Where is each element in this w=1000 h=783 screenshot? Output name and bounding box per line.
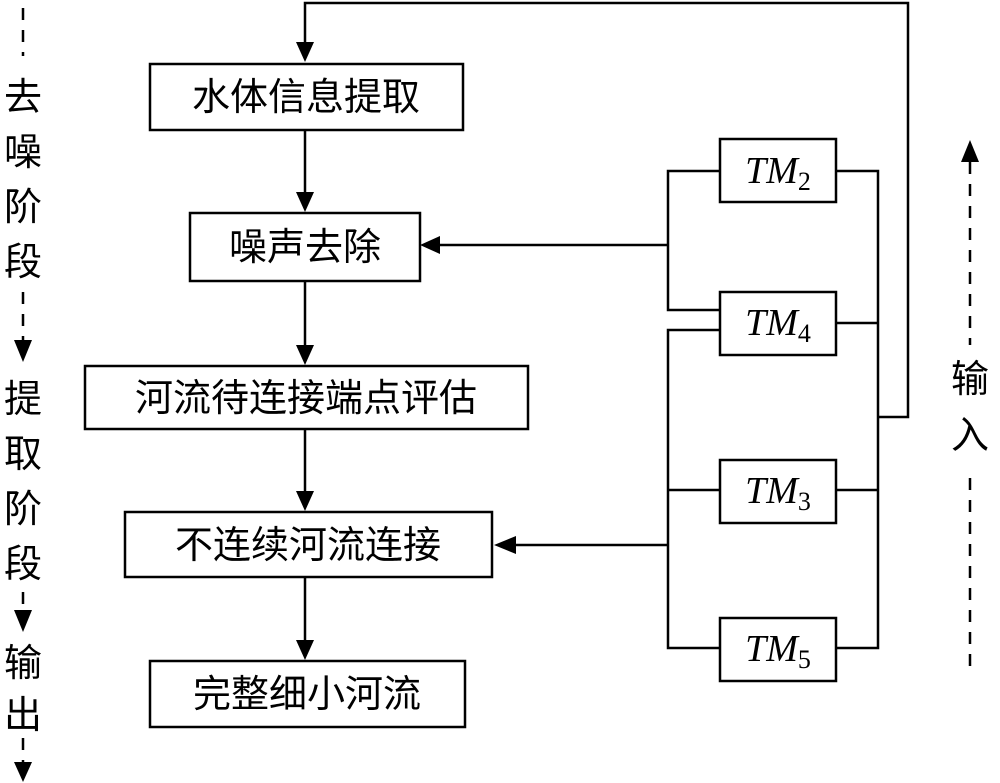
feedback-line bbox=[303, 1, 910, 419]
module-sub: 4 bbox=[798, 319, 811, 348]
step-box bbox=[123, 510, 494, 579]
step-box bbox=[148, 659, 467, 729]
step-endpoint-evaluation: 河流待连接端点评估 bbox=[83, 364, 530, 431]
tm2-tm4-left-bracket bbox=[666, 169, 720, 312]
extract-stage-char-4: 段 bbox=[4, 542, 42, 586]
step-box bbox=[83, 364, 530, 431]
step-box bbox=[148, 62, 465, 132]
module-tm2: TM2 bbox=[718, 137, 838, 204]
noise-feed-arrowhead bbox=[420, 236, 440, 254]
flow-arrow-2-head bbox=[296, 345, 314, 365]
flow-arrow-4-head bbox=[296, 640, 314, 660]
main-flow-arrows bbox=[296, 130, 314, 660]
module-box bbox=[718, 616, 838, 683]
input-indicator: 输 入 bbox=[951, 140, 989, 672]
module-tm4: TM4 bbox=[718, 290, 838, 357]
step-label: 河流待连接端点评估 bbox=[135, 376, 477, 420]
output-char-2: 出 bbox=[4, 693, 42, 737]
step-water-extraction: 水体信息提取 bbox=[148, 62, 465, 132]
module-sub: 5 bbox=[798, 645, 811, 674]
module-tm3: TM3 bbox=[718, 458, 838, 525]
step-noise-removal: 噪声去除 bbox=[188, 211, 422, 283]
step-label: 水体信息提取 bbox=[192, 75, 420, 119]
flow-arrow-1-head bbox=[296, 192, 314, 212]
module-label: TM3 bbox=[745, 470, 811, 516]
denoise-stage-char-3: 阶 bbox=[4, 185, 42, 229]
input-arrow-up bbox=[961, 140, 979, 162]
module-main: TM bbox=[745, 470, 800, 512]
tm-wiring bbox=[420, 169, 880, 650]
extract-stage-char-1: 提 bbox=[4, 377, 42, 421]
module-sub: 3 bbox=[798, 487, 811, 516]
module-box bbox=[718, 290, 838, 357]
module-tm5: TM5 bbox=[718, 616, 838, 683]
module-main: TM bbox=[745, 150, 800, 192]
module-box bbox=[718, 137, 838, 204]
feedback-arrowhead bbox=[296, 42, 314, 62]
stage-indicator: 去 噪 阶 段 提 取 阶 段 输 出 bbox=[4, 8, 42, 782]
extract-stage-char-3: 阶 bbox=[4, 487, 42, 531]
connection-feed-arrowhead bbox=[494, 536, 516, 554]
module-sub: 2 bbox=[798, 167, 811, 196]
step-box bbox=[188, 211, 422, 283]
module-label: TM5 bbox=[745, 628, 811, 674]
stage-arrow-1 bbox=[14, 340, 32, 362]
tm-right-bus bbox=[836, 169, 880, 650]
input-char-1: 输 bbox=[951, 357, 989, 401]
stage-arrow-2 bbox=[14, 610, 32, 632]
module-main: TM bbox=[745, 302, 800, 344]
step-output: 完整细小河流 bbox=[148, 659, 467, 729]
denoise-stage-char-4: 段 bbox=[4, 240, 42, 284]
step-river-connection: 不连续河流连接 bbox=[123, 510, 494, 579]
module-label: TM4 bbox=[745, 302, 811, 348]
module-label: TM2 bbox=[745, 150, 811, 196]
extract-stage-char-2: 取 bbox=[4, 432, 42, 476]
step-label: 完整细小河流 bbox=[193, 672, 421, 716]
input-char-2: 入 bbox=[951, 413, 989, 457]
denoise-stage-char-2: 噪 bbox=[4, 130, 42, 174]
output-char-1: 输 bbox=[4, 641, 42, 685]
flow-arrow-3-head bbox=[296, 491, 314, 511]
module-box bbox=[718, 458, 838, 525]
stage-arrow-3 bbox=[14, 762, 32, 782]
denoise-stage-char-1: 去 bbox=[4, 75, 42, 119]
step-label: 噪声去除 bbox=[229, 225, 381, 269]
module-main: TM bbox=[745, 628, 800, 670]
step-label: 不连续河流连接 bbox=[175, 523, 441, 567]
